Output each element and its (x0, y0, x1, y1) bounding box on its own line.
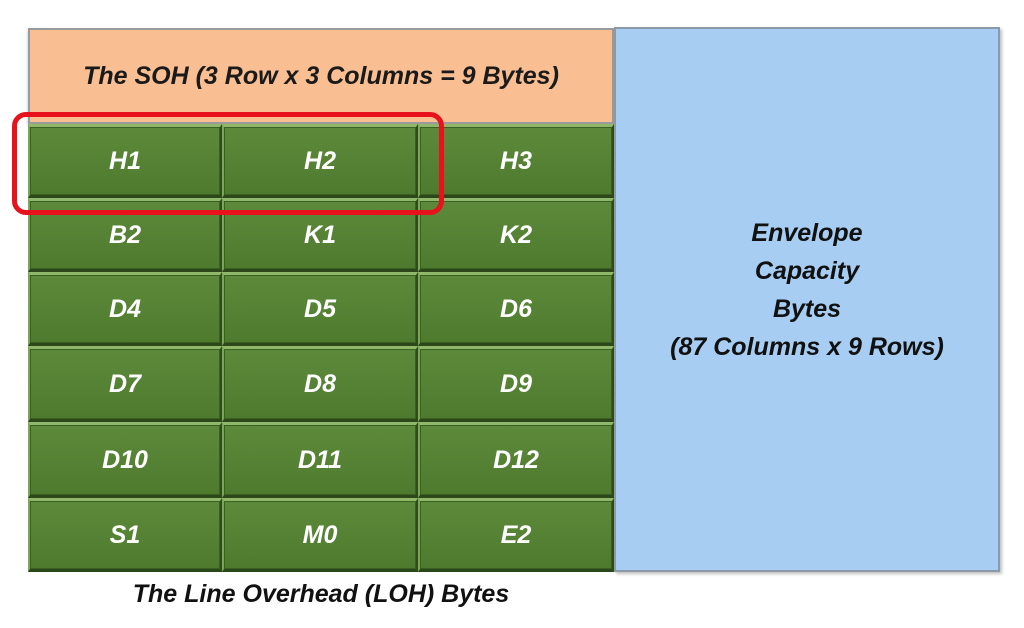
byte-cell-d5: D5 (222, 272, 418, 346)
byte-cell-k2: K2 (418, 198, 614, 272)
byte-cell-k1: K1 (222, 198, 418, 272)
byte-cell-e2: E2 (418, 498, 614, 572)
byte-cell-d9: D9 (418, 346, 614, 422)
envelope-line-1: Envelope (751, 218, 863, 247)
byte-cell-d12: D12 (418, 422, 614, 498)
byte-cell-d8: D8 (222, 346, 418, 422)
byte-cell-b2: B2 (28, 198, 222, 272)
byte-cell-s1: S1 (28, 498, 222, 572)
envelope-line-3: Bytes (772, 294, 842, 323)
byte-cell-d7: D7 (28, 346, 222, 422)
envelope-line-2: Capacity (754, 256, 860, 285)
byte-cell-d6: D6 (418, 272, 614, 346)
soh-header: The SOH (3 Row x 3 Columns = 9 Bytes) (28, 28, 614, 124)
byte-cell-h3: H3 (418, 124, 614, 198)
byte-cell-d4: D4 (28, 272, 222, 346)
overhead-byte-grid: H1 H2 H3 B2 K1 K2 D4 D5 D6 D7 D8 D9 D10 … (28, 124, 614, 572)
envelope-line-4: (87 Columns x 9 Rows) (670, 332, 944, 361)
byte-cell-d10: D10 (28, 422, 222, 498)
loh-caption: The Line Overhead (LOH) Bytes (132, 580, 510, 608)
byte-cell-h2: H2 (222, 124, 418, 198)
envelope-capacity-block: Envelope Capacity Bytes (87 Columns x 9 … (614, 27, 1000, 572)
byte-cell-m0: M0 (222, 498, 418, 572)
byte-cell-d11: D11 (222, 422, 418, 498)
byte-cell-h1: H1 (28, 124, 222, 198)
